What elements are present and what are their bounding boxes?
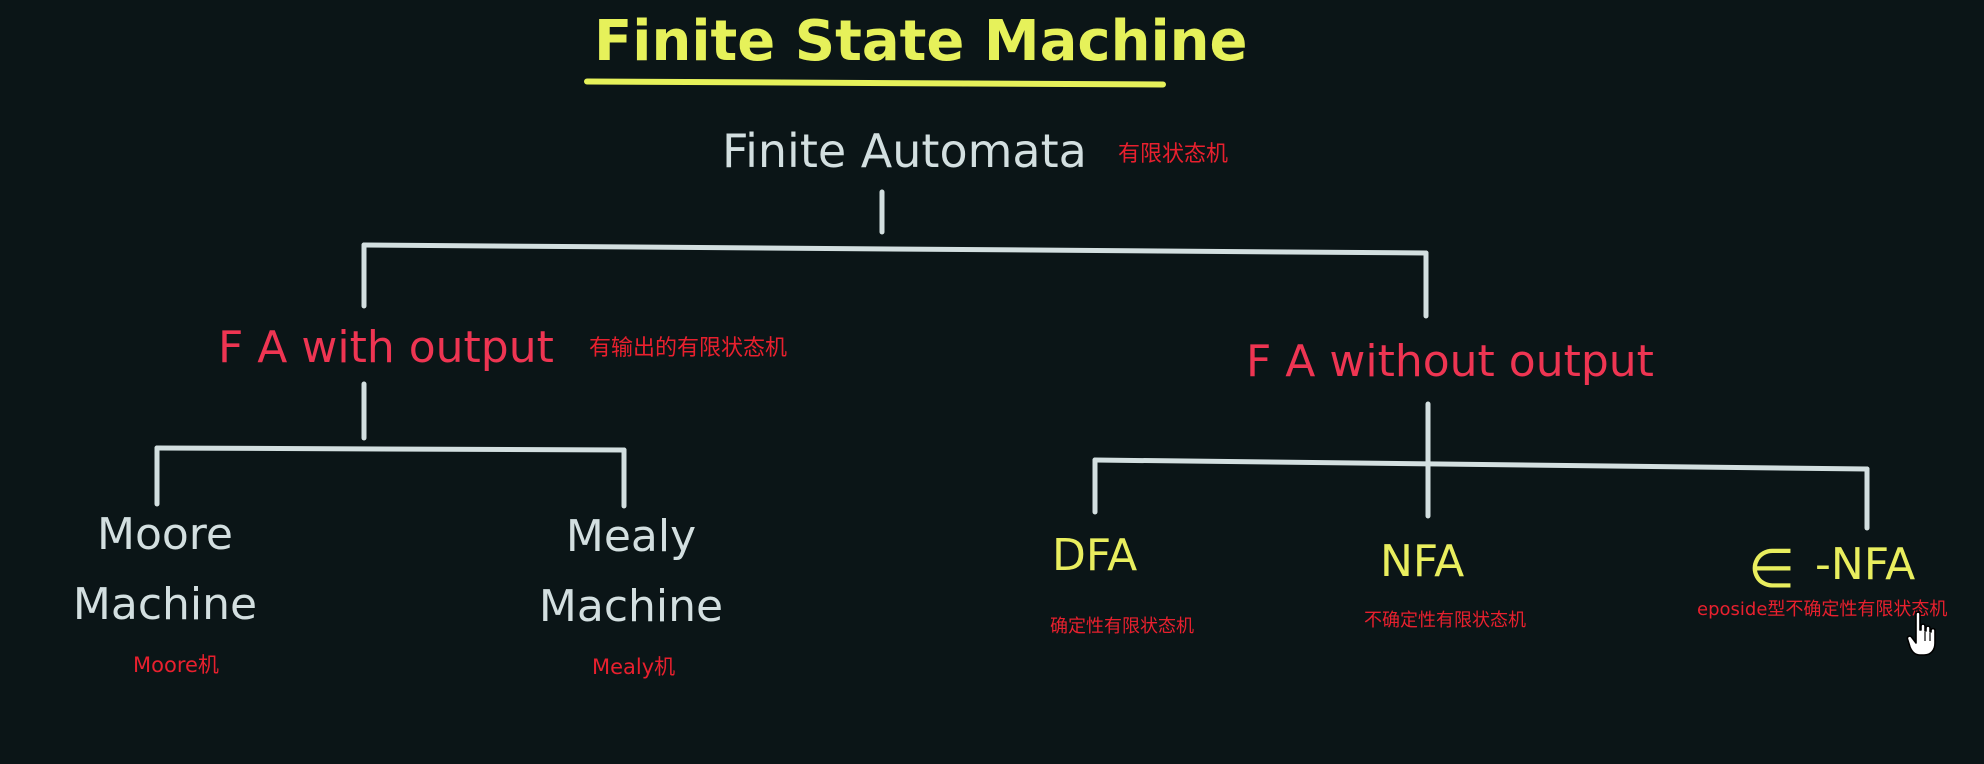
moore-line1: Moore [97,509,233,560]
epsilon-nfa-label: -NFA [1815,539,1916,590]
note-fa-with-output: 有输出的有限状态机 [589,336,788,361]
top-bar-line [361,242,1429,256]
node-moore-machine: Moore Machine [70,500,260,640]
node-nfa: NFA [1380,536,1465,587]
note-mealy-machine: Mealy机 [592,655,676,679]
mealy-line1: Mealy [565,511,697,562]
note-dfa: 确定性有限状态机 [1050,616,1194,637]
note-epsilon-nfa: eposide型不确定性有限状态机 [1697,599,1948,620]
without-bar-line [1092,457,1870,472]
node-mealy-machine: Mealy Machine [536,502,726,642]
note-finite-automata: 有限状态机 [1118,142,1229,167]
moore-line2: Machine [72,579,258,630]
hand-pointer-icon [1906,611,1936,656]
epsilon-symbol: ∈ [1748,537,1796,600]
note-nfa: 不确定性有限状态机 [1364,610,1526,631]
diagram-title: Finite State Machine [594,9,1248,74]
node-fa-with-output: F A with output [218,322,554,373]
node-epsilon-nfa: ∈-NFA [1748,542,1915,596]
mealy-line2: Machine [538,581,724,632]
with-bar-line [154,445,627,453]
node-finite-automata: Finite Automata [722,124,1087,178]
note-moore-machine: Moore机 [133,653,219,677]
node-dfa: DFA [1052,530,1138,581]
node-fa-without-output: F A without output [1246,336,1654,387]
